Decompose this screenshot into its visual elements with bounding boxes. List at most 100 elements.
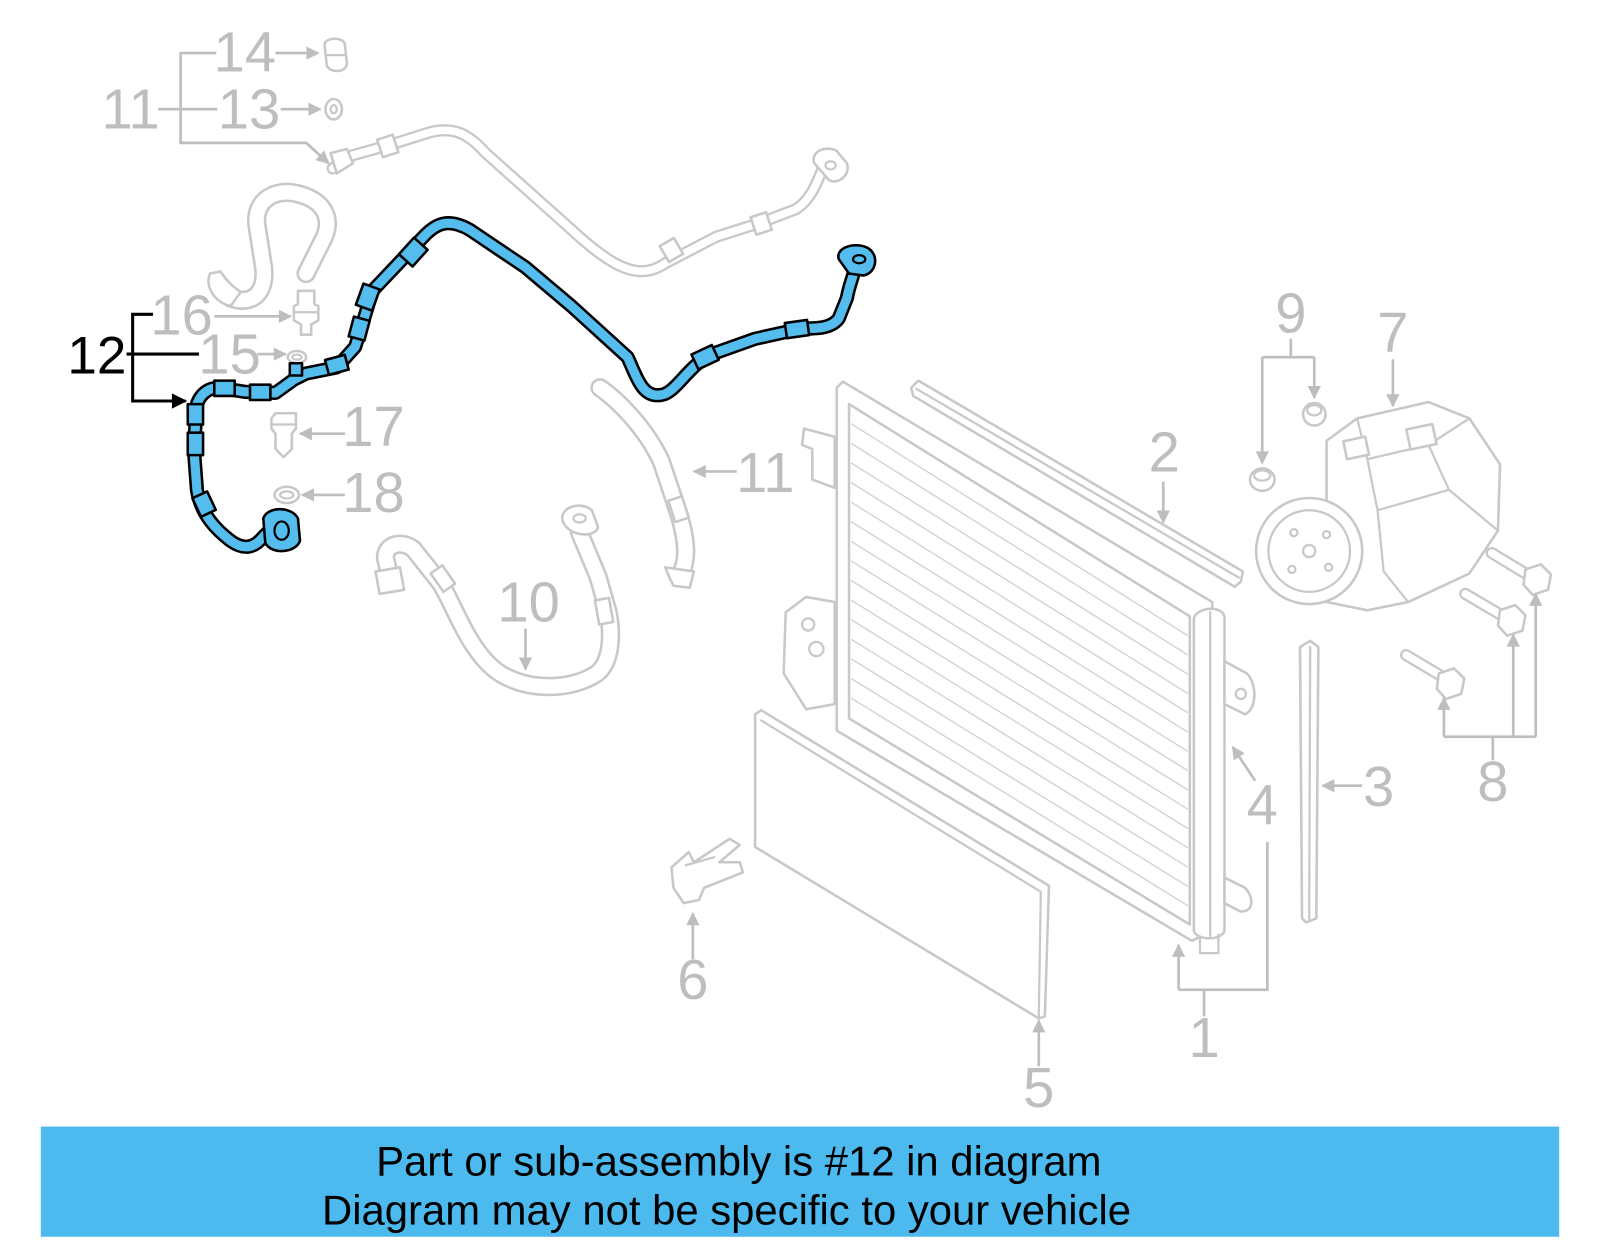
pulley-hole <box>1289 527 1299 538</box>
callout-5: 5 <box>1023 1056 1054 1119</box>
leader-4 <box>1231 745 1257 782</box>
hose-10-fitting <box>560 504 600 536</box>
hose-12-ferrule <box>323 353 350 377</box>
leader-8-bracket <box>1443 735 1536 761</box>
compressor-part-7 <box>1254 400 1502 612</box>
upper-hose-end-fitting <box>207 270 243 308</box>
compressor-port <box>1405 422 1438 451</box>
sensor-part-17 <box>270 412 298 459</box>
hose-10-ferrule <box>429 564 457 594</box>
hose-12-end-fitting <box>261 507 302 553</box>
leader-lines <box>126 46 1543 1067</box>
callout-12-highlighted: 12 <box>67 326 126 385</box>
fitting-bore <box>572 513 587 524</box>
callout-4: 4 <box>1247 774 1278 837</box>
condenser-part-1 <box>782 380 1256 955</box>
hose-12-eye-fitting <box>837 244 877 277</box>
hose-12-service-port <box>288 362 304 377</box>
leader-11-bracket <box>179 51 330 165</box>
upper-hose-ferrule <box>749 210 774 237</box>
leader-12-bracket <box>131 312 188 409</box>
bolt-part-8 <box>1406 655 1466 701</box>
o-ring-part-15 <box>286 349 308 365</box>
leader-1-bracket <box>1178 841 1269 1017</box>
condenser-bracket <box>1223 876 1253 913</box>
condenser-fins <box>850 423 1189 907</box>
o-ring-part-18 <box>273 485 301 505</box>
air-guide-panel-part-5 <box>753 708 1051 1020</box>
compressor-pulley-hub <box>1267 509 1352 593</box>
cap-part-9 <box>1248 467 1276 493</box>
callout-15: 15 <box>198 322 260 385</box>
callout-6: 6 <box>677 948 708 1011</box>
callout-18: 18 <box>342 461 404 524</box>
callout-3: 3 <box>1363 755 1394 818</box>
leader-9-bracket <box>1262 338 1315 359</box>
fitting-bore <box>824 160 837 171</box>
callout-11-mid: 11 <box>736 441 794 504</box>
cap-part-9 <box>1301 401 1327 427</box>
callout-14: 14 <box>214 20 276 83</box>
hose-12-ferrule <box>191 490 218 519</box>
hose-12-ferrule <box>248 383 272 402</box>
callout-9: 9 <box>1275 282 1306 345</box>
upper-hose-service-port <box>329 147 355 175</box>
hose-11-ferrule <box>667 495 691 524</box>
seal-strip-part-3 <box>1298 639 1320 924</box>
callout-1: 1 <box>1188 1006 1219 1069</box>
hose-12-ferrule <box>186 402 205 426</box>
pressure-switch-part-16 <box>292 289 320 336</box>
callout-7: 7 <box>1377 301 1408 364</box>
info-banner-background <box>40 1126 1560 1237</box>
callout-17: 17 <box>342 395 404 458</box>
callout-10: 10 <box>497 570 559 633</box>
pulley-hole <box>1323 562 1334 573</box>
seal-strip-part-2 <box>909 379 1245 589</box>
upper-hose-end-fitting <box>812 147 849 183</box>
upper-hose-ferrule <box>375 133 400 159</box>
cap-part-14 <box>323 37 349 73</box>
cap-part-13 <box>324 97 344 121</box>
callout-labels: 14 11 13 16 12 15 17 18 11 10 2 9 7 4 3 … <box>67 20 1508 1119</box>
bolt-part-8 <box>1492 553 1553 597</box>
callout-2: 2 <box>1149 420 1180 483</box>
bracket-part-6 <box>670 837 745 905</box>
hose-12-ferrule <box>397 236 429 268</box>
hose-11-fitting <box>664 566 696 590</box>
bracket-hole <box>1234 687 1248 701</box>
pulley-hole <box>1287 564 1297 575</box>
condenser-outlet-stub <box>1198 933 1220 955</box>
callout-11-top: 11 <box>101 78 159 141</box>
bolt-part-8 <box>1465 594 1527 638</box>
compressor-body-detail <box>1356 417 1500 604</box>
compressor-port <box>1341 435 1371 461</box>
compressor-pulley <box>1254 496 1364 606</box>
hose-12-fitting-bore <box>273 520 290 541</box>
hose-12-ferrule <box>783 318 811 340</box>
pulley-hole <box>1321 530 1332 540</box>
condenser-bracket <box>1223 659 1256 716</box>
mount-hole <box>808 640 825 658</box>
upper-hose-assembly <box>207 130 849 308</box>
hose-12-ferrule <box>186 431 205 457</box>
hose-10-fitting <box>374 566 406 596</box>
condenser-mount-upper <box>800 427 836 490</box>
hose-part-10 <box>374 504 615 687</box>
hose-12-ferrule <box>347 315 371 342</box>
pulley-hole <box>1301 543 1317 559</box>
info-banner-line-2: Diagram may not be specific to your vehi… <box>322 1187 1131 1234</box>
info-banner-line-1: Part or sub-assembly is #12 in diagram <box>376 1138 1101 1185</box>
upper-hose-ferrule <box>658 236 685 264</box>
hose-12-ferrule <box>213 379 236 398</box>
hose-12-fitting-bore <box>851 253 867 265</box>
mount-hole <box>800 617 816 632</box>
hose-12-ferrule <box>354 282 382 312</box>
callout-13: 13 <box>218 78 280 141</box>
hose-part-11-lower <box>600 388 696 590</box>
info-banner: Part or sub-assembly is #12 in diagram D… <box>40 1126 1560 1237</box>
callout-8: 8 <box>1477 750 1508 813</box>
hose-10-ferrule <box>593 596 615 626</box>
callout-16: 16 <box>150 284 212 347</box>
highlighted-hose-part-12[interactable] <box>186 223 877 553</box>
